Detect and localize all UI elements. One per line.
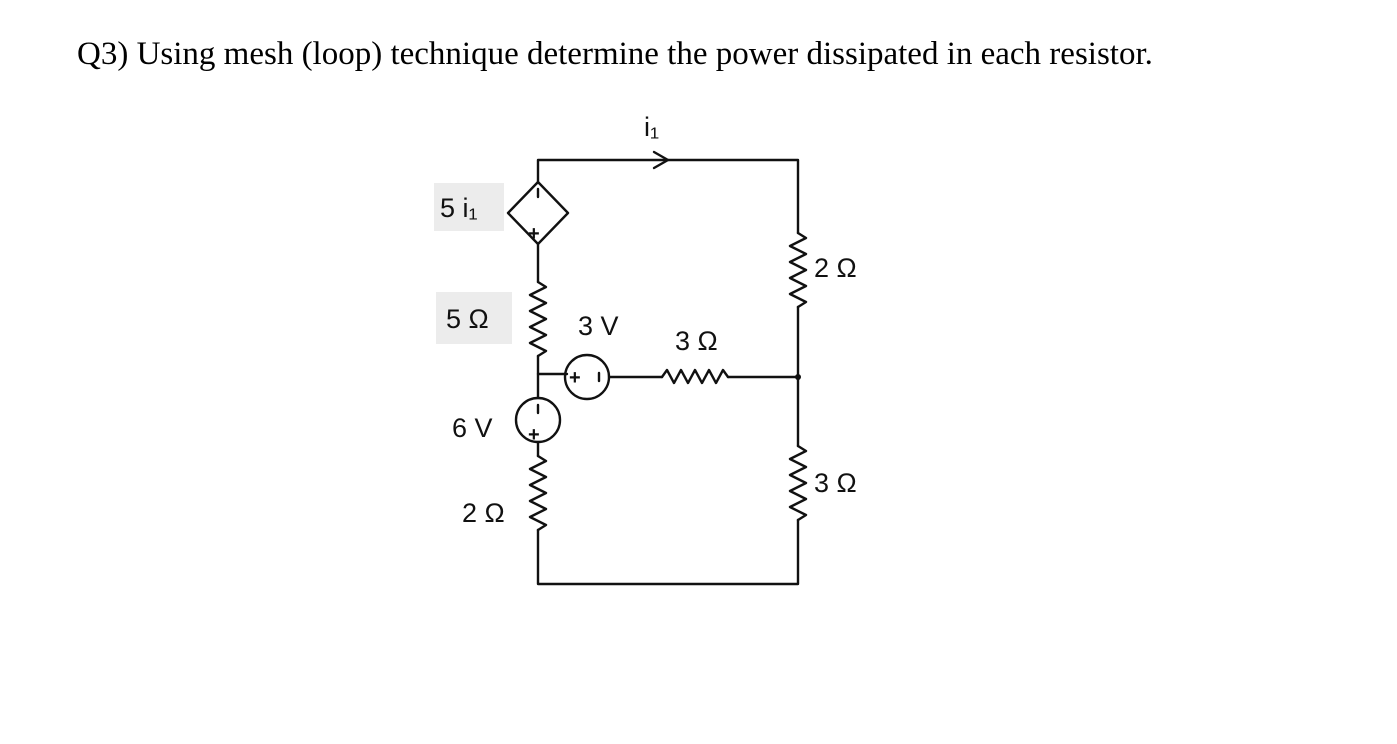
resistor-2ohm-right-label: 2 Ω: [814, 253, 857, 283]
resistor-2ohm-right-icon: [788, 231, 808, 309]
dependent-source-label-bg: [434, 183, 504, 231]
current-arrow-icon: [652, 150, 670, 170]
resistor-3ohm-middle-icon: [660, 368, 730, 385]
wire-left-mid: [536, 354, 569, 376]
dep-source-plus: +: [528, 223, 540, 245]
dependent-source-label: 5 i₁: [440, 193, 478, 223]
source-3v-label: 3 V: [578, 311, 619, 341]
question-text: Q3) Using mesh (loop) technique determin…: [77, 36, 1153, 72]
resistor-2ohm-left-icon: [528, 454, 548, 532]
current-label: i₁: [644, 112, 659, 142]
resistor-3ohm-right-icon: [788, 444, 808, 522]
source-6v-plus: +: [528, 424, 540, 446]
wire-bottom: [536, 518, 800, 586]
resistor-3ohm-middle-label: 3 Ω: [675, 326, 718, 356]
resistor-5ohm-label: 5 Ω: [446, 304, 489, 334]
source-3v-plus: +: [569, 367, 581, 389]
wire-top: [536, 158, 800, 235]
resistor-5ohm-label-bg: [436, 292, 512, 344]
resistor-2ohm-left-label: 2 Ω: [462, 498, 505, 528]
resistor-5ohm-icon: [528, 280, 548, 358]
resistor-3ohm-right-label: 3 Ω: [814, 468, 857, 498]
source-6v-label: 6 V: [452, 413, 493, 443]
